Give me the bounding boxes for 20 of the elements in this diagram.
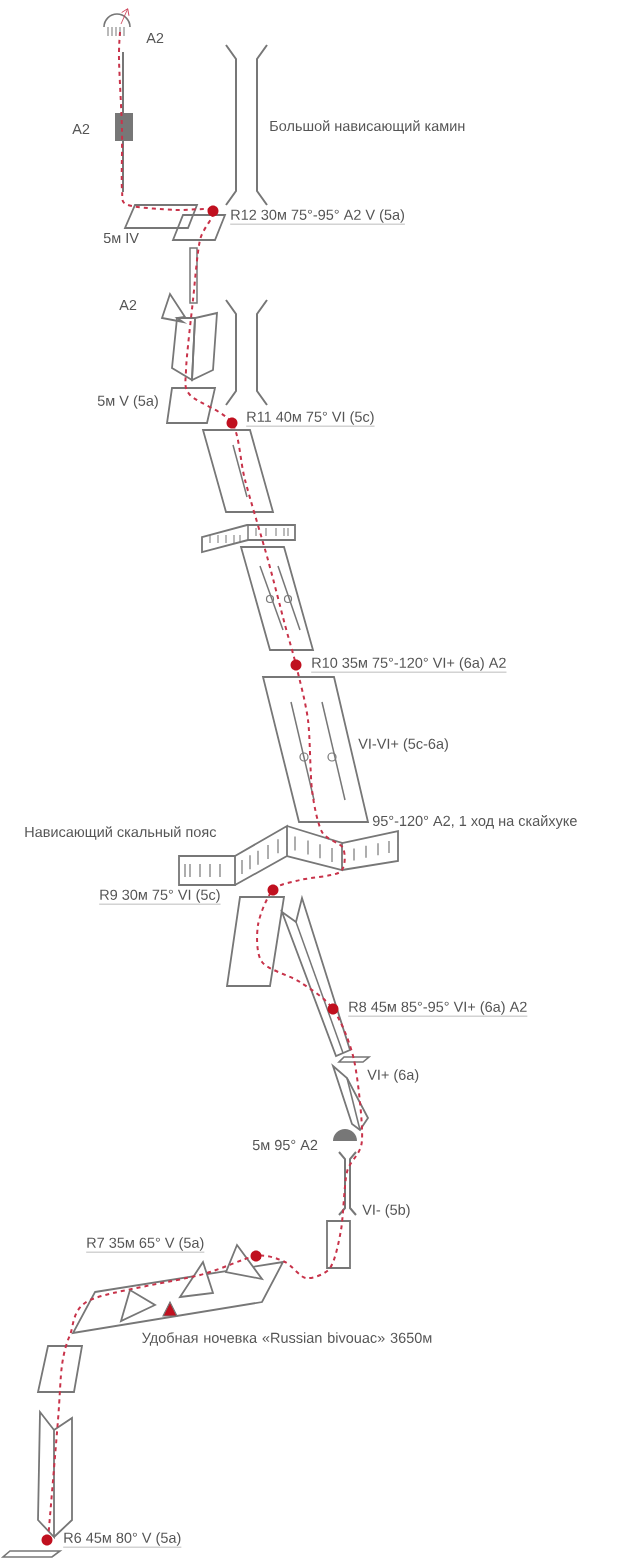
belay-label: R8 45м 85°-95° VI+ (6a) A2 bbox=[348, 1001, 528, 1017]
grade-label: VI- (5b) bbox=[362, 1204, 410, 1218]
feature-label: Нависающий скальный пояс bbox=[25, 826, 217, 840]
belay-label: R12 30м 75°-95° A2 V (5a) bbox=[230, 209, 406, 225]
belay-label: R9 30м 75° VI (5c) bbox=[99, 889, 221, 905]
grade-label: VI-VI+ (5c-6a) bbox=[358, 738, 448, 752]
belay-label: R7 35м 65° V (5a) bbox=[86, 1237, 205, 1253]
pitch-label: 5м V (5a) bbox=[97, 395, 158, 409]
feature-label: Большой нависающий камин bbox=[270, 120, 465, 134]
belay-label: R11 40м 75° VI (5c) bbox=[246, 411, 375, 427]
belay-label: R10 35м 75°-120° VI+ (6a) A2 bbox=[311, 657, 507, 673]
bivouac-label: Удобная ночевка «Russian bivouac» 3650м bbox=[142, 1332, 432, 1346]
grade-label: VI+ (6a) bbox=[367, 1069, 419, 1083]
grade-label: 95°-120° A2, 1 ход на скайхуке bbox=[372, 815, 577, 829]
grade-label: A2 bbox=[72, 123, 90, 135]
grade-label: A2 bbox=[119, 299, 137, 311]
grade-label: A2 bbox=[146, 32, 164, 44]
pitch-label: 5м 95° A2 bbox=[252, 1139, 318, 1151]
belay-label: R6 45м 80° V (5a) bbox=[63, 1532, 182, 1548]
pitch-label: 5м IV bbox=[103, 232, 139, 244]
